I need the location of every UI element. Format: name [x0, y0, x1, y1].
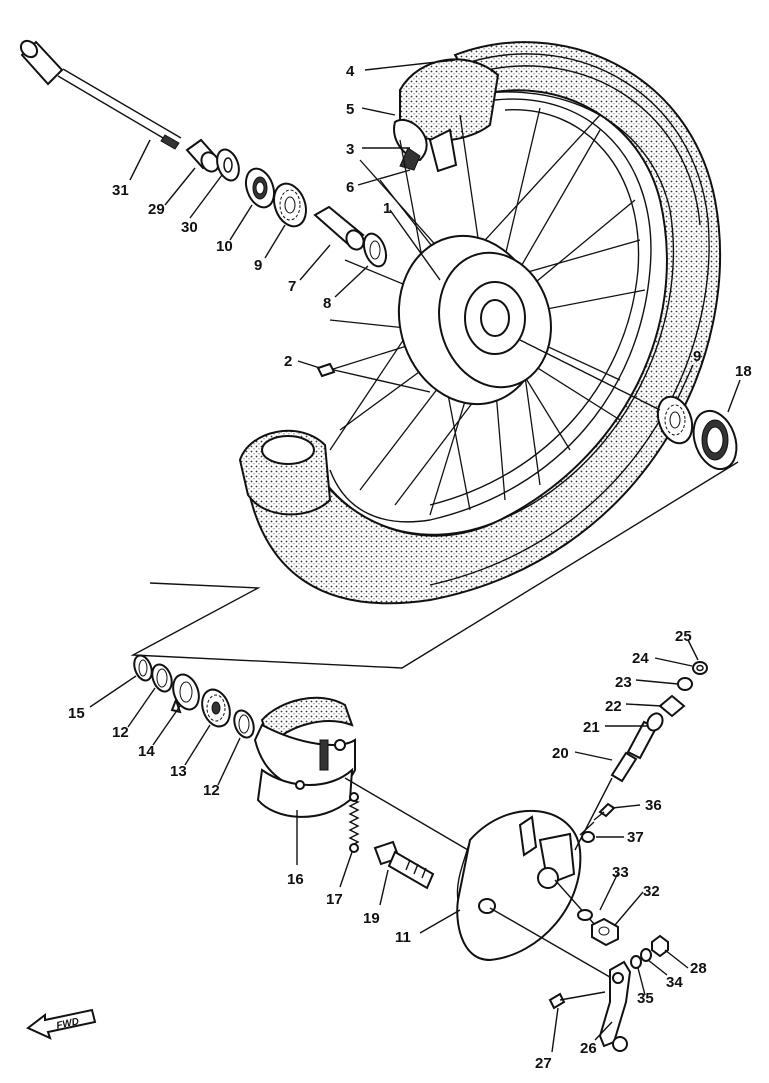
- cam-lever-26: [598, 960, 632, 1052]
- circlip-15: [133, 654, 153, 682]
- callout-12-left: 12: [112, 724, 129, 741]
- nut-28: [651, 934, 669, 958]
- camshaft-19: [373, 840, 435, 890]
- washer-30: [216, 148, 240, 182]
- brake-plate-11: [456, 809, 582, 962]
- fwd-arrow-icon: FWD: [26, 1008, 97, 1040]
- callout-16: 16: [287, 871, 304, 888]
- washer-35: [630, 955, 642, 969]
- callout-7: 7: [288, 278, 296, 295]
- callout-labels: 4 5 3 6 1 2 31 29 30 10 9 7 8 9 18 15 12…: [68, 63, 752, 1072]
- callout-6: 6: [346, 179, 354, 196]
- callout-9-left: 9: [254, 257, 262, 274]
- spacer-29: [185, 138, 220, 173]
- callout-4: 4: [346, 63, 355, 80]
- callout-13: 13: [170, 763, 187, 780]
- callout-12-right: 12: [203, 782, 220, 799]
- oil-seal-18: [692, 409, 738, 471]
- washer-12-left: [151, 663, 173, 693]
- nut-32: [591, 917, 619, 947]
- callout-3: 3: [346, 141, 354, 158]
- callout-1: 1: [383, 200, 391, 217]
- spacer-7: [313, 205, 365, 251]
- callout-27: 27: [535, 1055, 552, 1072]
- axle: [19, 39, 182, 150]
- washer-33: [577, 909, 593, 921]
- callout-26: 26: [580, 1040, 597, 1057]
- washer-34: [640, 948, 652, 962]
- tire: [243, 41, 722, 605]
- bolt-27: [548, 991, 606, 1010]
- callout-11: 11: [395, 929, 411, 946]
- adjuster-assembly: [610, 661, 708, 783]
- callout-5: 5: [346, 101, 354, 118]
- assembly-link-line: [130, 461, 739, 669]
- tire-cutaway-bottom: [238, 429, 332, 516]
- spoke-nipple-2: [316, 362, 431, 393]
- tire-cutaway-top: [393, 58, 500, 173]
- callout-14: 14: [138, 743, 155, 760]
- callout-28: 28: [690, 960, 707, 977]
- callout-35: 35: [637, 990, 654, 1007]
- callout-24: 24: [632, 650, 649, 667]
- callout-8: 8: [323, 295, 331, 312]
- bearing-9-left: [273, 182, 307, 228]
- plate-14: [170, 673, 200, 714]
- callout-32: 32: [643, 883, 660, 900]
- callout-30: 30: [181, 219, 198, 236]
- washer-37: [581, 831, 595, 843]
- oil-seal-10: [244, 167, 276, 209]
- brake-lever-line: [489, 907, 616, 981]
- leader-lines: [89, 59, 741, 1053]
- callout-31: 31: [112, 182, 129, 199]
- rim: [329, 98, 652, 523]
- spring-17: [348, 792, 361, 853]
- callout-25: 25: [675, 628, 692, 645]
- brake-shoe-16: [253, 696, 356, 818]
- callout-9-right: 9: [693, 348, 701, 365]
- callout-17: 17: [326, 891, 343, 908]
- washer-12-right: [233, 709, 255, 739]
- callout-19: 19: [363, 910, 380, 927]
- fwd-label: FWD: [55, 1016, 80, 1031]
- callout-21: 21: [583, 719, 600, 736]
- callout-18: 18: [735, 363, 752, 380]
- callout-22: 22: [605, 698, 622, 715]
- callout-34: 34: [666, 974, 683, 991]
- callout-20: 20: [552, 745, 569, 762]
- callout-10: 10: [216, 238, 233, 255]
- callout-33: 33: [612, 864, 629, 881]
- callout-2: 2: [284, 353, 292, 370]
- callout-36: 36: [645, 797, 662, 814]
- callout-29: 29: [148, 201, 165, 218]
- bearing-9-right: [656, 395, 694, 445]
- callout-37: 37: [627, 829, 644, 846]
- bearing-13: [201, 688, 231, 728]
- collar-8: [362, 232, 388, 268]
- hub: [397, 234, 552, 406]
- callout-15: 15: [68, 705, 85, 722]
- callout-23: 23: [615, 674, 632, 691]
- brake-plate-shaft-line: [344, 777, 469, 851]
